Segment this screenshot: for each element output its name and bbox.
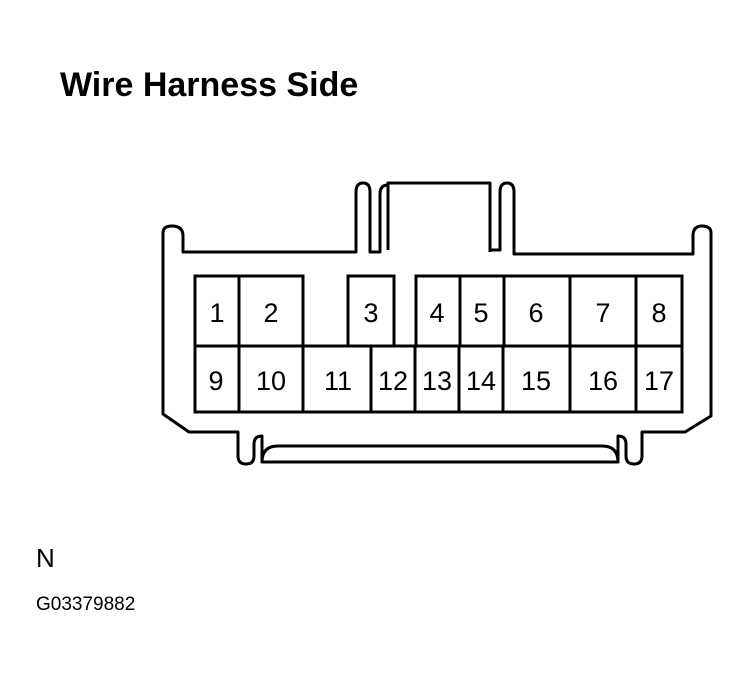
pin-label-16: 16 [588, 366, 618, 396]
connector-housing [161, 181, 713, 466]
pin-label-5: 5 [473, 298, 488, 328]
pin-label-10: 10 [256, 366, 286, 396]
pin-label-4: 4 [429, 298, 444, 328]
pin-label-9: 9 [208, 366, 223, 396]
pin-label-1: 1 [209, 298, 224, 328]
pin-label-12: 12 [378, 366, 408, 396]
pin-label-15: 15 [521, 366, 551, 396]
cavity-17 [634, 344, 684, 414]
pin-label-17: 17 [644, 366, 674, 396]
pin-label-13: 13 [422, 366, 452, 396]
pin-label-7: 7 [595, 298, 610, 328]
pin-label-11: 11 [324, 366, 352, 396]
pin-label-14: 14 [466, 366, 496, 396]
note-letter: N [36, 543, 55, 573]
pin-label-2: 2 [263, 298, 278, 328]
pin-label-3: 3 [363, 298, 378, 328]
figure-code: G03379882 [36, 594, 136, 615]
pin-label-6: 6 [528, 298, 543, 328]
pin-label-8: 8 [651, 298, 666, 328]
diagram-title: Wire Harness Side [60, 66, 359, 104]
